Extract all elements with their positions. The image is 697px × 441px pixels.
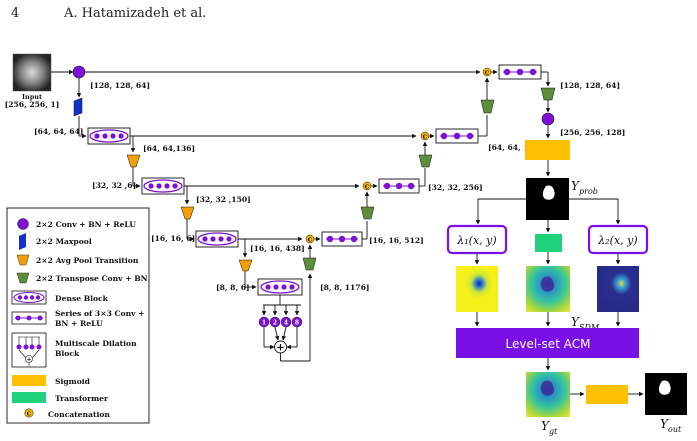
concat-symbol-1: C (485, 71, 490, 77)
dim-label-1: [128, 128, 64] (90, 81, 150, 90)
concat-symbol-3: C (365, 185, 370, 191)
legend-msd-label-2: Block (55, 349, 80, 358)
avgpool-transition-2 (180, 206, 195, 220)
y-prob-subscript: prob (579, 187, 598, 196)
dim-label-5: [32, 32 ,150] (196, 195, 251, 204)
final-conv-node (541, 112, 555, 126)
dim-label-13: [128, 128, 64] (560, 81, 620, 90)
concat-symbol-4: C (308, 238, 313, 244)
dense-block-2 (141, 177, 185, 195)
y-out-subscript: out (668, 425, 682, 434)
legend-avgpool-icon (16, 254, 30, 266)
y-prob-label: Y (571, 179, 580, 193)
lambda1-map-image (456, 266, 498, 312)
conv-series-2 (435, 128, 479, 144)
avgpool-transition-1 (126, 154, 141, 168)
legend-sigmoid-icon (12, 375, 46, 386)
lambda2-label: λ₂(x, y) (597, 234, 637, 247)
y-sdm-subscript: SDM (579, 323, 600, 332)
dim-label-9: [8, 8, 1176] (320, 283, 369, 292)
dim-label-11: [32, 32, 256] (428, 183, 483, 192)
conv-series-4 (321, 231, 363, 247)
sigmoid-block (525, 140, 570, 160)
legend-sigmoid-label: Sigmoid (55, 377, 91, 386)
sum-symbol: + (276, 343, 284, 354)
sigmoid-block-output (586, 385, 628, 404)
transpose-conv-0 (540, 87, 556, 101)
legend-msd-label-1: Multiscale Dilation (55, 339, 137, 348)
dilation-rate-4: 4 (284, 320, 288, 327)
transformer-block (535, 234, 562, 252)
transpose-conv-3 (360, 206, 375, 220)
legend-dense-label: Dense Block (55, 294, 109, 303)
legend-msd-sum-symbol: + (27, 357, 32, 363)
lambda1-label: λ₁(x, y) (456, 234, 496, 247)
dilation-rate-1: 1 (262, 320, 266, 327)
dim-label-6: [16, 16, 6] (151, 234, 195, 243)
legend-concat-label: Concatenation (48, 410, 110, 419)
legend-avgpool-label: 2×2 Avg Pool Transition (36, 256, 139, 265)
dim-label-7: [16, 16, 438] (250, 244, 305, 253)
input-dims: [256, 256, 1] (5, 100, 60, 109)
level-set-acm-block (456, 328, 639, 358)
dim-label-10: [16, 16, 512] (369, 236, 424, 245)
legend: 2×2 Conv + BN + ReLU 2×2 Maxpool 2×2 Avg… (6, 207, 150, 424)
avgpool-transition-3 (238, 259, 253, 272)
acm-label: Level-set ACM (506, 337, 591, 351)
dim-label-3: [64, 64,136] (143, 144, 195, 153)
conv-series-1 (498, 64, 542, 80)
legend-transformer-label: Transformer (55, 394, 109, 403)
legend-series-icon (11, 311, 47, 325)
dim-label-4: [32, 32 ,6] (92, 181, 136, 190)
dim-label-12: [64, 64, 128] (488, 143, 543, 152)
dim-label-2: [64, 64, 64] (34, 127, 83, 136)
legend-maxpool-label: 2×2 Maxpool (36, 237, 92, 246)
dilation-rate-8: 8 (295, 320, 299, 327)
legend-transformer-icon (12, 392, 46, 403)
dense-block-1 (87, 127, 131, 145)
concat-symbol-2: C (423, 135, 428, 141)
legend-transpose-label: 2×2 Transpose Conv + BN (36, 274, 148, 283)
maxpool-block (73, 97, 83, 117)
y-out-label: Y (660, 417, 669, 431)
transpose-conv-2 (418, 154, 433, 168)
lambda2-box: λ₂(x, y) (587, 224, 649, 255)
y-gt-label: Y (541, 419, 550, 433)
legend-transpose-icon (16, 272, 30, 284)
legend-series-label-2: BN + ReLU (55, 319, 103, 328)
multiscale-dilation-block: 1 2 4 8 + (258, 273, 313, 362)
legend-concat-symbol: C (27, 412, 32, 418)
lambda1-box: λ₁(x, y) (446, 224, 508, 255)
legend-conv-label: 2×2 Conv + BN + ReLU (36, 220, 136, 229)
input-label: Input (22, 93, 42, 101)
page-number: 4 (11, 6, 20, 21)
legend-maxpool-icon (19, 233, 26, 250)
dim-label-14: [256, 256, 128] (560, 128, 625, 137)
y-gt-subscript: gt (549, 427, 558, 436)
transpose-conv-1 (480, 99, 495, 114)
legend-conv-icon (17, 218, 29, 230)
legend-series-label-1: Series of 3×3 Conv + (55, 309, 145, 318)
dense-block-3 (195, 230, 239, 248)
input-mri-image (12, 53, 52, 92)
dim-label-8: [8, 8, 6] (216, 283, 250, 292)
running-header-authors: A. Hatamizadeh et al. (64, 6, 207, 21)
dense-block-4 (257, 278, 303, 296)
legend-dense-icon (11, 290, 47, 305)
dilation-rate-2: 2 (273, 320, 277, 327)
legend-msd-icon: + (11, 332, 47, 368)
lambda2-map-image (597, 266, 639, 312)
transpose-conv-4 (302, 257, 317, 271)
legend-concat-icon (24, 408, 34, 418)
conv-bn-relu-node (72, 65, 86, 79)
y-sdm-label: Y (571, 315, 580, 329)
conv-series-3 (378, 178, 420, 194)
